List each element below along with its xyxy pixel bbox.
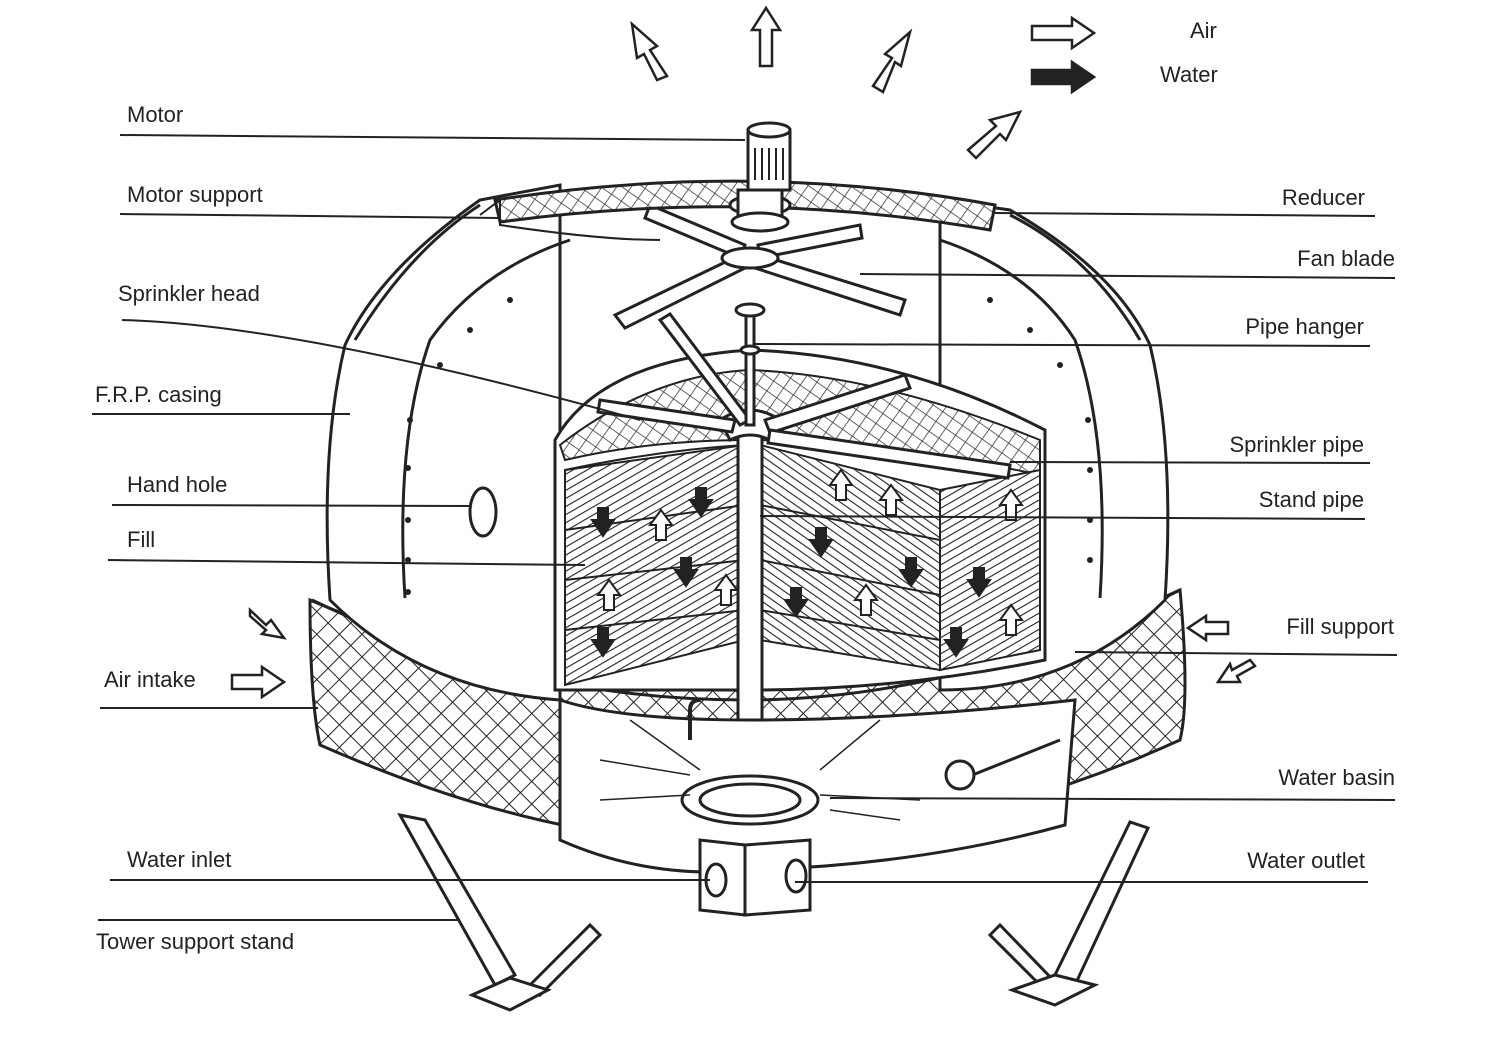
motor-unit xyxy=(746,121,792,192)
label-sprinkler-pipe: Sprinkler pipe xyxy=(1229,432,1364,457)
label-fill: Fill xyxy=(127,527,156,552)
label-reducer: Reducer xyxy=(1281,185,1365,210)
leader-lines xyxy=(92,134,1398,921)
label-fan-blade: Fan blade xyxy=(1297,246,1395,271)
label-fill-support: Fill support xyxy=(1286,614,1394,639)
label-pipe-hanger: Pipe hanger xyxy=(1245,314,1364,339)
legend-water-label: Water xyxy=(1160,62,1218,87)
label-sprinkler-head: Sprinkler head xyxy=(118,281,260,306)
fan-assembly xyxy=(612,203,907,330)
label-tower-support-stand: Tower support stand xyxy=(96,929,295,954)
water-basin-interior xyxy=(558,697,1077,874)
pipe-hanger-rod xyxy=(734,302,766,427)
label-water-basin: Water basin xyxy=(1278,765,1395,790)
reducer-unit xyxy=(728,188,792,233)
inlet-outlet-column xyxy=(698,838,812,917)
exhaust-air-arrows xyxy=(630,5,1023,160)
label-motor: Motor xyxy=(127,102,184,127)
fill-flow-arrows xyxy=(590,468,1024,658)
legend-water-arrow xyxy=(1030,59,1097,95)
sprinkler-pipes xyxy=(596,312,1012,480)
label-water-inlet: Water inlet xyxy=(127,847,232,872)
label-air-intake: Air intake xyxy=(104,667,196,692)
legend-air-label: Air xyxy=(1190,18,1217,43)
label-frp-casing: F.R.P. casing xyxy=(95,382,222,407)
label-stand-pipe: Stand pipe xyxy=(1258,487,1364,512)
legend-air-arrow xyxy=(1030,15,1097,51)
hand-hole-opening xyxy=(468,486,498,538)
label-water-outlet: Water outlet xyxy=(1247,848,1365,873)
label-motor-support: Motor support xyxy=(127,182,263,207)
air-intake-arrows xyxy=(230,607,1257,700)
tower-support-legs xyxy=(397,812,1151,1012)
label-hand-hole: Hand hole xyxy=(127,472,228,497)
